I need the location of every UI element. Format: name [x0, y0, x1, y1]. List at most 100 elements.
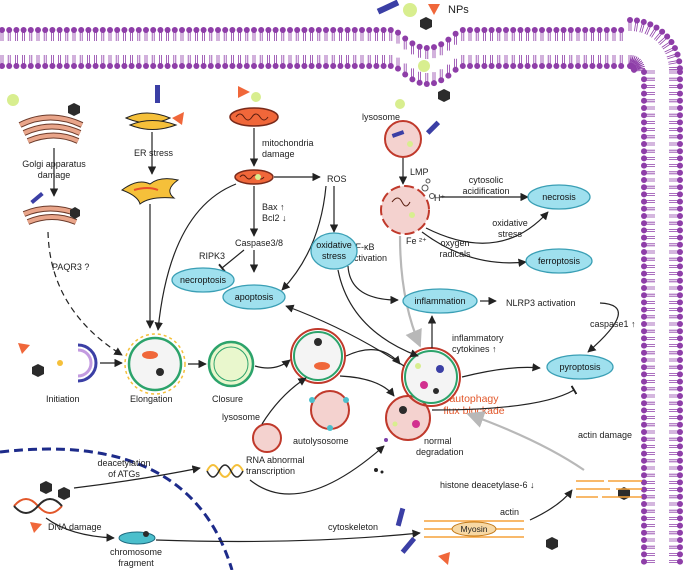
histone-label: histone deacetylase-6 ↓	[440, 480, 535, 490]
np-yellow-sphere	[403, 3, 417, 17]
actin-damage-label: actin damage	[578, 430, 632, 440]
ros-label: ROS	[327, 174, 347, 184]
pathway-labels: ROS Bax ↑ Bcl2 ↓ Caspase3/8 RIPK3 NF-κB …	[52, 174, 636, 354]
arrow-dna-chromosome	[45, 517, 115, 542]
golgi-apparatus: Golgi apparatus damage	[7, 94, 86, 225]
broken-actin	[576, 480, 642, 498]
np-black-dna-1	[40, 481, 52, 494]
autophagy-stages: Initiation Elongation Closure autolysoso…	[18, 328, 505, 474]
dna-damage-label: DNA damage	[48, 522, 102, 532]
node-necrosis-text: necrosis	[542, 192, 576, 202]
arrows	[45, 128, 619, 543]
np-yellow-lyso	[395, 99, 405, 109]
node-oxidative-stress: oxidative stress	[310, 232, 358, 270]
cytoskeleton-region: cytoskeleton Myosin actin actin damage h…	[328, 430, 642, 565]
actin-label: actin	[500, 507, 519, 517]
lysosome-top-label: lysosome	[362, 112, 400, 122]
oxidative-stress-right-label-2: stress	[498, 229, 523, 239]
arrow-lyso-oxstress-necrosis	[425, 211, 549, 244]
cytoskeleton-label: cytoskeleton	[328, 522, 378, 532]
node-oxidative-stress-text-1: oxidative	[316, 240, 352, 250]
np-blue-golgi	[30, 191, 44, 205]
np-legend: NPs	[376, 0, 469, 30]
bcl2-label: Bcl2 ↓	[262, 213, 287, 223]
np-yellow-membrane	[418, 60, 430, 72]
np-black-dna-2	[58, 487, 70, 500]
closure-label: Closure	[212, 394, 243, 404]
arrow-blockade-pyroptosis	[461, 363, 541, 378]
np-blue-cyto-1	[395, 507, 406, 527]
arrow-lyso-ferroptosis	[421, 231, 527, 267]
node-necroptosis: necroptosis	[171, 267, 235, 293]
np-yellow-mito	[251, 92, 261, 102]
arrow-autophagosome-degradation	[339, 375, 395, 397]
mito-damage-label-1: mitochondria	[262, 138, 314, 148]
arrow-chromosome-cyto	[155, 529, 421, 543]
bax-label: Bax ↑	[262, 202, 285, 212]
inflam-cytokines-label-1: inflammatory	[452, 333, 504, 343]
np-black-cyto	[546, 537, 558, 550]
node-inflammation-text: inflammation	[414, 296, 465, 306]
arrow-rna-degradation	[249, 445, 385, 495]
arrow-ros-apoptosis	[281, 185, 327, 291]
oxygen-radicals-label-2: radicals	[439, 249, 471, 259]
rna-abnormal-label-2: transcription	[246, 466, 295, 476]
paqr3-label: PAQR3 ?	[52, 262, 89, 272]
caspase38-label: Caspase3/8	[235, 238, 283, 248]
arrow-closure-autophagosome	[254, 359, 291, 369]
arrow-oxstress-blockade	[337, 269, 419, 358]
lysosome-bottom-label: lysosome	[222, 412, 260, 422]
rna-abnormal-label-1: RNA abnormal	[246, 455, 305, 465]
arrow-oxstress-inflammation	[347, 265, 399, 305]
autophagy-blockade-label-1: autophagy	[449, 393, 499, 405]
caspase1-label: caspase1 ↑	[590, 319, 636, 329]
arrow-golgi-paqr3	[47, 231, 123, 356]
nucleus-boundary	[0, 447, 234, 571]
ripk3-label: RIPK3	[199, 251, 225, 261]
np-title: NPs	[448, 4, 469, 16]
normal-degradation-label-1: normal	[424, 436, 452, 446]
np-black-init	[32, 364, 44, 377]
deacetylation-label-1: deacetylation	[97, 458, 150, 468]
arrow-lysosome-autolysosome	[261, 377, 307, 425]
chromosome-label-2: fragment	[118, 558, 154, 568]
arrow-autophagosome-blockade	[345, 349, 401, 365]
fate-nodes: necrosis ferroptosis oxidative stress ap…	[171, 184, 614, 380]
elongation-label: Elongation	[130, 394, 173, 404]
node-oxidative-stress-text-2: stress	[322, 251, 347, 261]
node-apoptosis-text: apoptosis	[235, 292, 274, 302]
np-orange-triangle	[428, 4, 440, 15]
np-black-golgi	[68, 103, 80, 116]
actomyosin: Myosin	[424, 520, 524, 538]
np-blue-cyto-2	[400, 536, 417, 554]
initiation-label: Initiation	[46, 394, 80, 404]
arrow-dna-rna	[73, 465, 201, 489]
arrow-degradation-pyroptosis	[431, 385, 578, 411]
arrow-nlrp3-pyroptosis	[587, 302, 619, 353]
er-stress-label: ER stress	[134, 148, 174, 158]
node-pyroptosis: pyroptosis	[546, 354, 614, 380]
node-pyroptosis-text: pyroptosis	[559, 362, 601, 372]
arrow-lyso-blockade-gray	[398, 235, 422, 348]
node-inflammation: inflammation	[402, 288, 478, 314]
np-orange-er	[172, 112, 184, 125]
fe-label: Fe ²⁺	[406, 236, 427, 246]
lmp-label: LMP	[410, 167, 429, 177]
nfkb-label-2: activation	[349, 253, 387, 263]
arrow-myosin-actin	[529, 489, 573, 521]
node-ferroptosis: ferroptosis	[525, 248, 593, 274]
chromosome-label-1: chromosome	[110, 547, 162, 557]
nucleus-contents: DNA damage deacetylation of ATGs chromos…	[13, 455, 305, 568]
deacetylation-label-2: of ATGs	[108, 469, 140, 479]
np-black-membrane	[438, 89, 450, 102]
arrow-actin-blockade-gray	[466, 411, 585, 471]
arrow-caspase-necroptosis	[218, 249, 245, 273]
np-orange-dna	[30, 522, 42, 533]
cell-membrane	[0, 17, 683, 565]
oxygen-radicals-label-1: oxygen	[440, 238, 469, 248]
autolysosome-label: autolysosome	[293, 436, 349, 446]
endoplasmic-reticulum: ER stress	[120, 85, 184, 205]
gray-arrows	[398, 235, 585, 471]
